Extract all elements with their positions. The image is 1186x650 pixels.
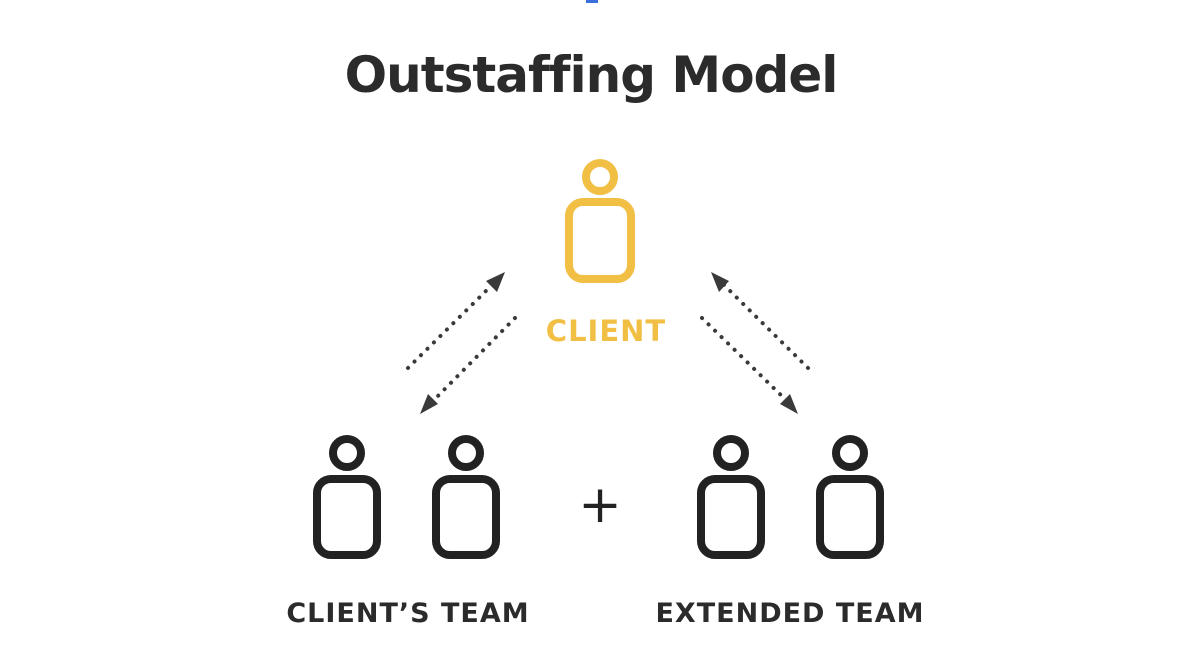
right-arrows	[700, 272, 810, 414]
extended-team-person-icon	[697, 435, 765, 559]
top-marker	[586, 0, 598, 3]
left-arrows	[406, 272, 517, 414]
diagram-title: Outstaffing Model	[345, 46, 838, 104]
clients-team-person-icon	[432, 435, 500, 559]
plus-sign: +	[578, 475, 622, 535]
clients-team-person-icon	[313, 435, 381, 559]
extended-team-person-icon	[816, 435, 884, 559]
clients-team-label: CLIENT’S TEAM	[286, 598, 529, 629]
extended-team-label: EXTENDED TEAM	[655, 598, 924, 629]
client-person-icon	[565, 159, 635, 283]
client-label: CLIENT	[546, 314, 666, 348]
